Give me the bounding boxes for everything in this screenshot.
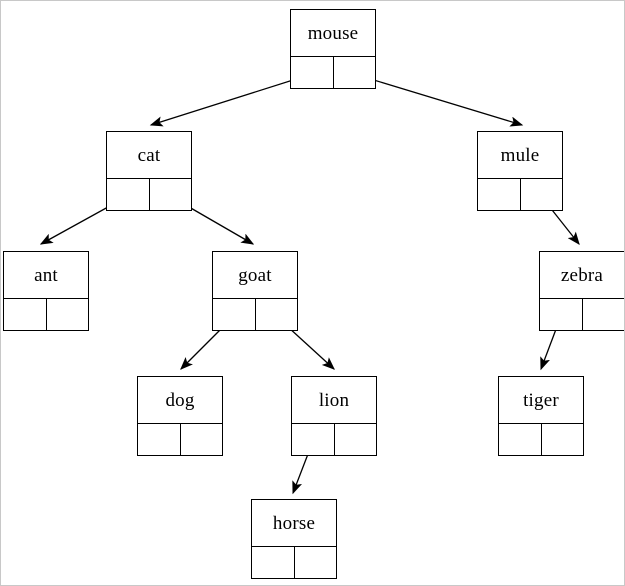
tree-node-pointer-cells	[499, 424, 583, 455]
left-child-pointer-cell[interactable]	[252, 547, 295, 578]
right-child-pointer-cell[interactable]	[255, 299, 297, 330]
tree-node-lion[interactable]: lion	[291, 376, 377, 456]
left-child-pointer-cell[interactable]	[107, 179, 150, 210]
tree-node-label: lion	[292, 377, 376, 424]
tree-node-ant[interactable]: ant	[3, 251, 89, 331]
left-child-pointer-cell[interactable]	[292, 424, 335, 455]
right-child-pointer-cell[interactable]	[520, 179, 562, 210]
tree-node-tiger[interactable]: tiger	[498, 376, 584, 456]
left-child-pointer-cell[interactable]	[291, 57, 334, 88]
left-child-pointer-cell[interactable]	[213, 299, 256, 330]
tree-node-pointer-cells	[540, 299, 624, 330]
tree-node-cat[interactable]: cat	[106, 131, 192, 211]
right-child-pointer-cell[interactable]	[541, 424, 583, 455]
tree-node-pointer-cells	[292, 424, 376, 455]
right-child-pointer-cell[interactable]	[582, 299, 624, 330]
tree-node-zebra[interactable]: zebra	[539, 251, 624, 331]
right-child-pointer-cell[interactable]	[149, 179, 191, 210]
tree-node-pointer-cells	[252, 547, 336, 578]
tree-node-label: ant	[4, 252, 88, 299]
left-child-pointer-cell[interactable]	[138, 424, 181, 455]
left-child-pointer-cell[interactable]	[4, 299, 47, 330]
right-child-pointer-cell[interactable]	[180, 424, 222, 455]
tree-edge-mouse-right-to-mule	[353, 73, 524, 127]
tree-node-pointer-cells	[107, 179, 191, 210]
tree-node-pointer-cells	[291, 57, 375, 88]
right-child-pointer-cell[interactable]	[334, 424, 376, 455]
left-child-pointer-cell[interactable]	[499, 424, 542, 455]
tree-node-pointer-cells	[138, 424, 222, 455]
right-child-pointer-cell[interactable]	[46, 299, 88, 330]
tree-node-label: tiger	[499, 377, 583, 424]
tree-node-label: horse	[252, 500, 336, 547]
tree-node-mouse[interactable]: mouse	[290, 9, 376, 89]
tree-node-dog[interactable]: dog	[137, 376, 223, 456]
left-child-pointer-cell[interactable]	[478, 179, 521, 210]
tree-node-label: goat	[213, 252, 297, 299]
tree-node-pointer-cells	[4, 299, 88, 330]
tree-edge-mouse-left-to-cat	[149, 73, 313, 127]
tree-node-label: dog	[138, 377, 222, 424]
tree-node-label: zebra	[540, 252, 624, 299]
tree-node-mule[interactable]: mule	[477, 131, 563, 211]
tree-node-pointer-cells	[478, 179, 562, 210]
tree-node-label: mule	[478, 132, 562, 179]
right-child-pointer-cell[interactable]	[333, 57, 375, 88]
left-child-pointer-cell[interactable]	[540, 299, 583, 330]
right-child-pointer-cell[interactable]	[294, 547, 336, 578]
tree-node-label: mouse	[291, 10, 375, 57]
tree-node-goat[interactable]: goat	[212, 251, 298, 331]
tree-node-pointer-cells	[213, 299, 297, 330]
tree-node-horse[interactable]: horse	[251, 499, 337, 579]
tree-node-label: cat	[107, 132, 191, 179]
